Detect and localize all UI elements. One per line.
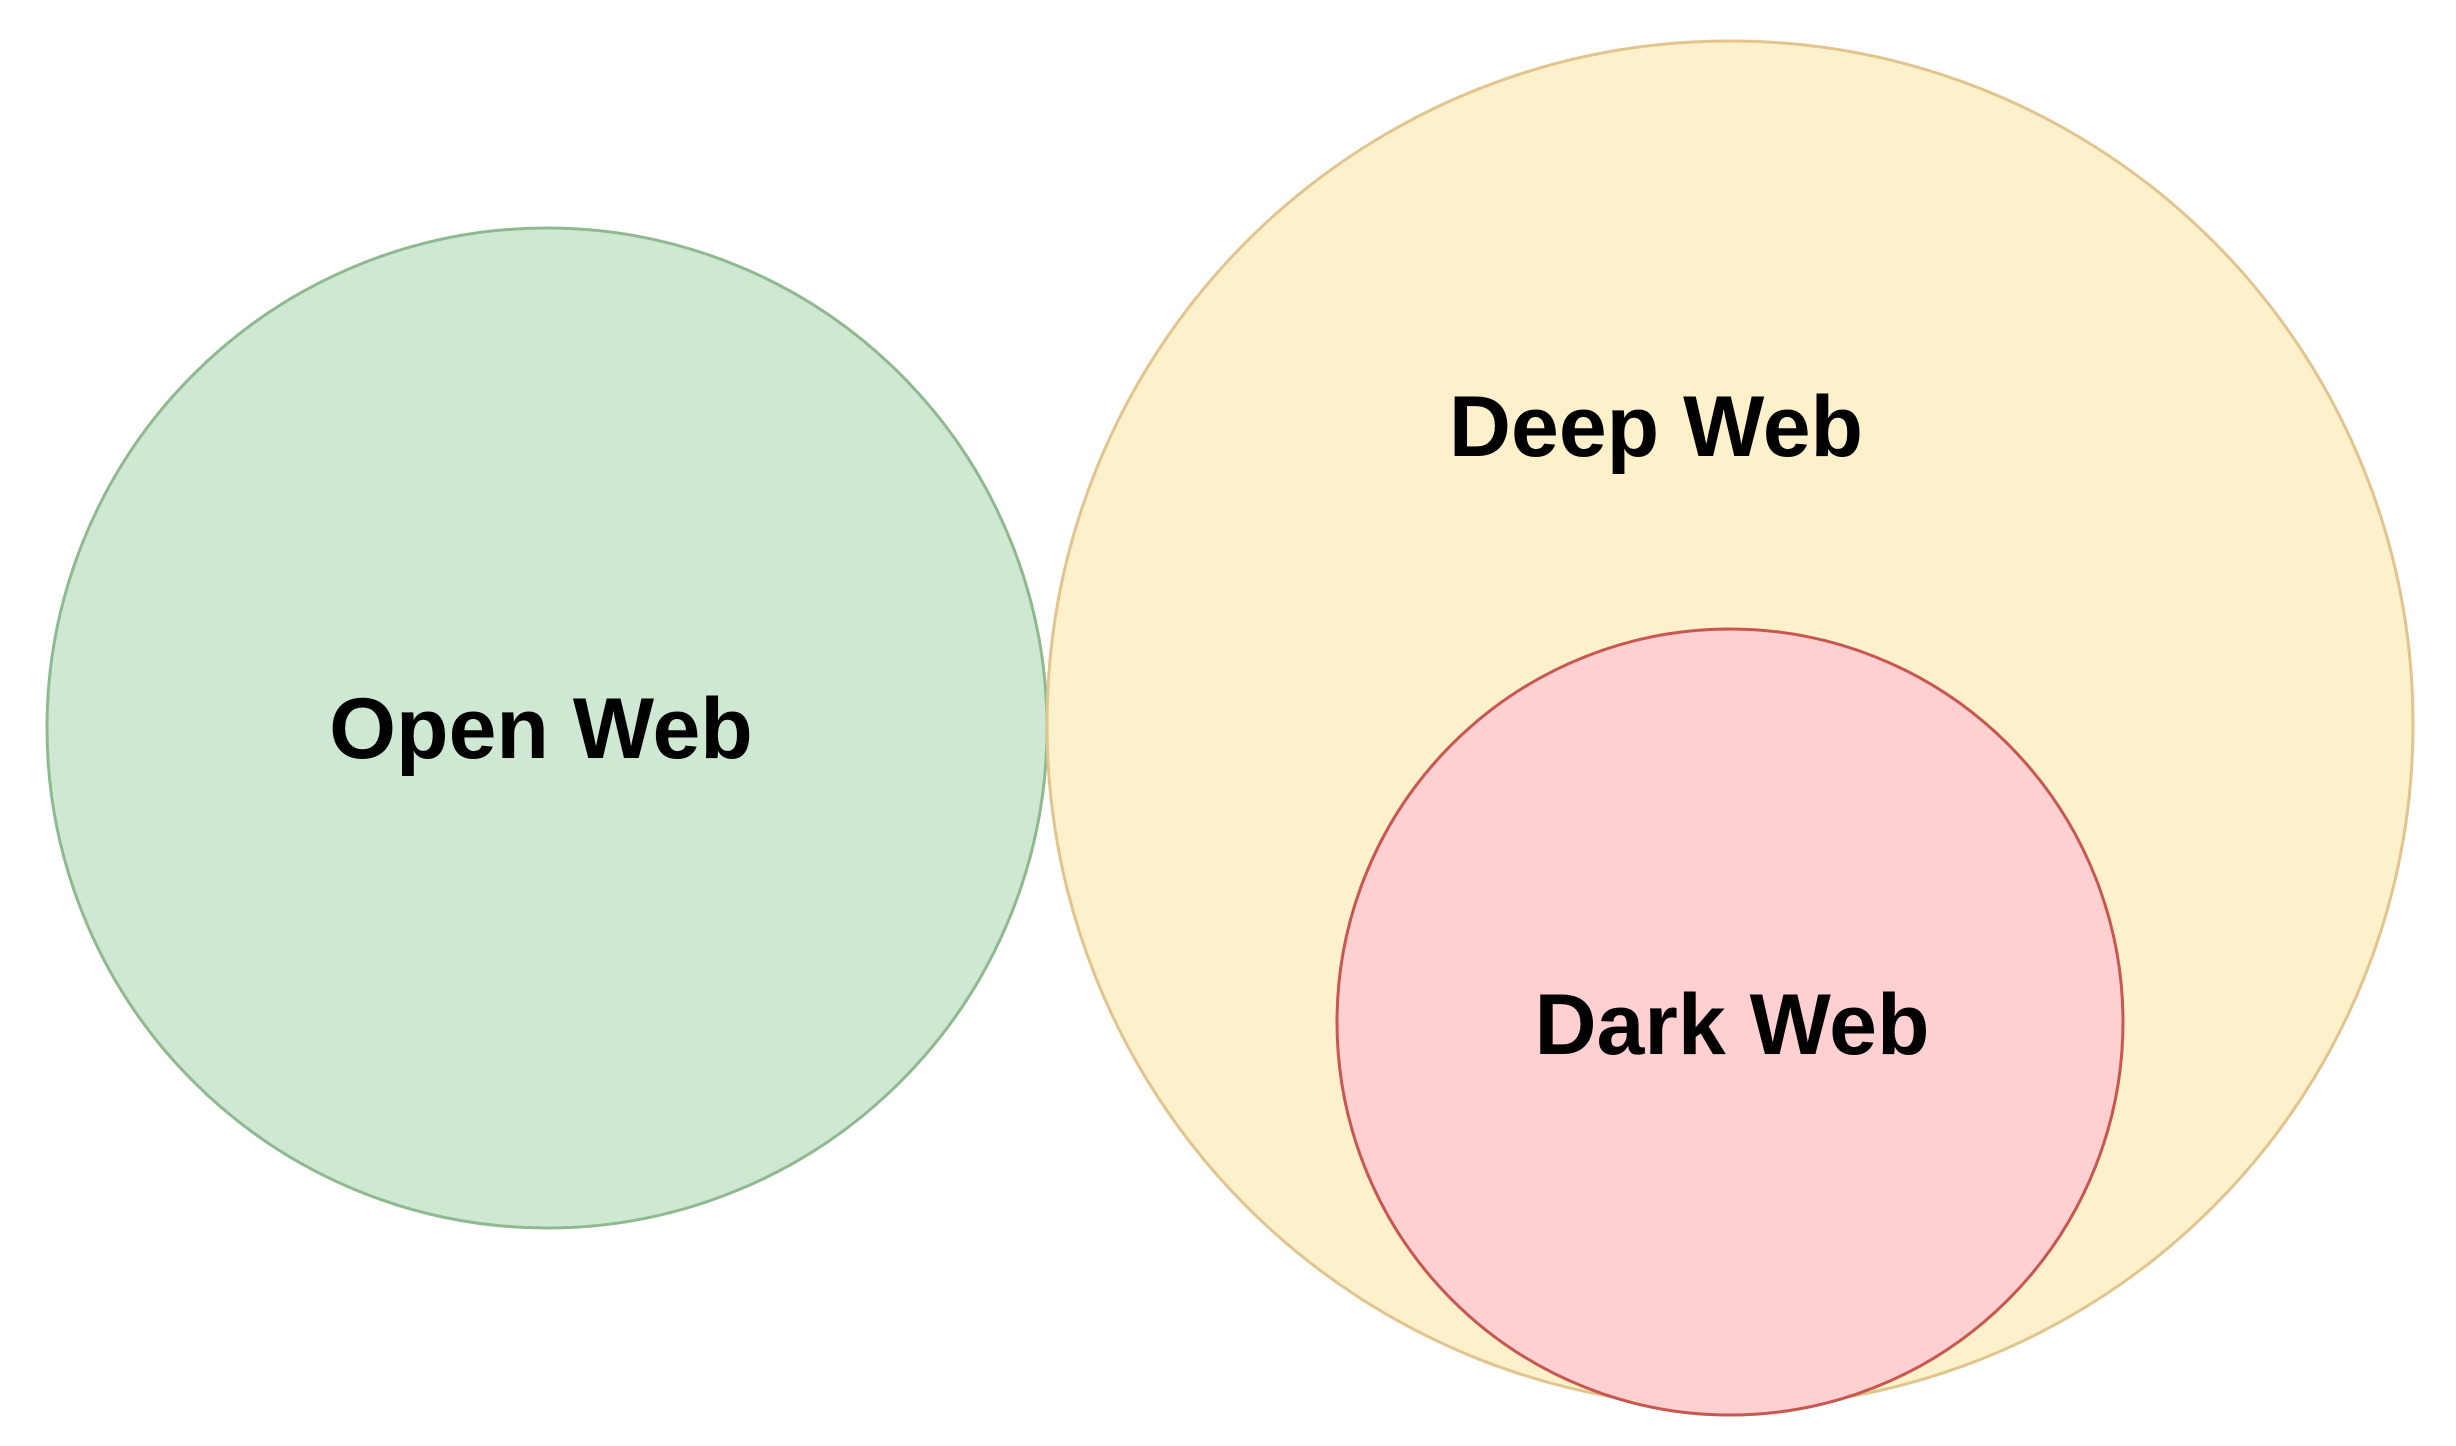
dark-web-label: Dark Web <box>1534 977 1929 1073</box>
dark-web-node: Dark Web <box>1335 627 2125 1417</box>
open-web-label: Open Web <box>329 681 753 777</box>
deep-web-label: Deep Web <box>1449 379 1863 475</box>
open-web-node: Open Web <box>45 226 1049 1230</box>
dark-web-circle <box>1335 627 2125 1417</box>
